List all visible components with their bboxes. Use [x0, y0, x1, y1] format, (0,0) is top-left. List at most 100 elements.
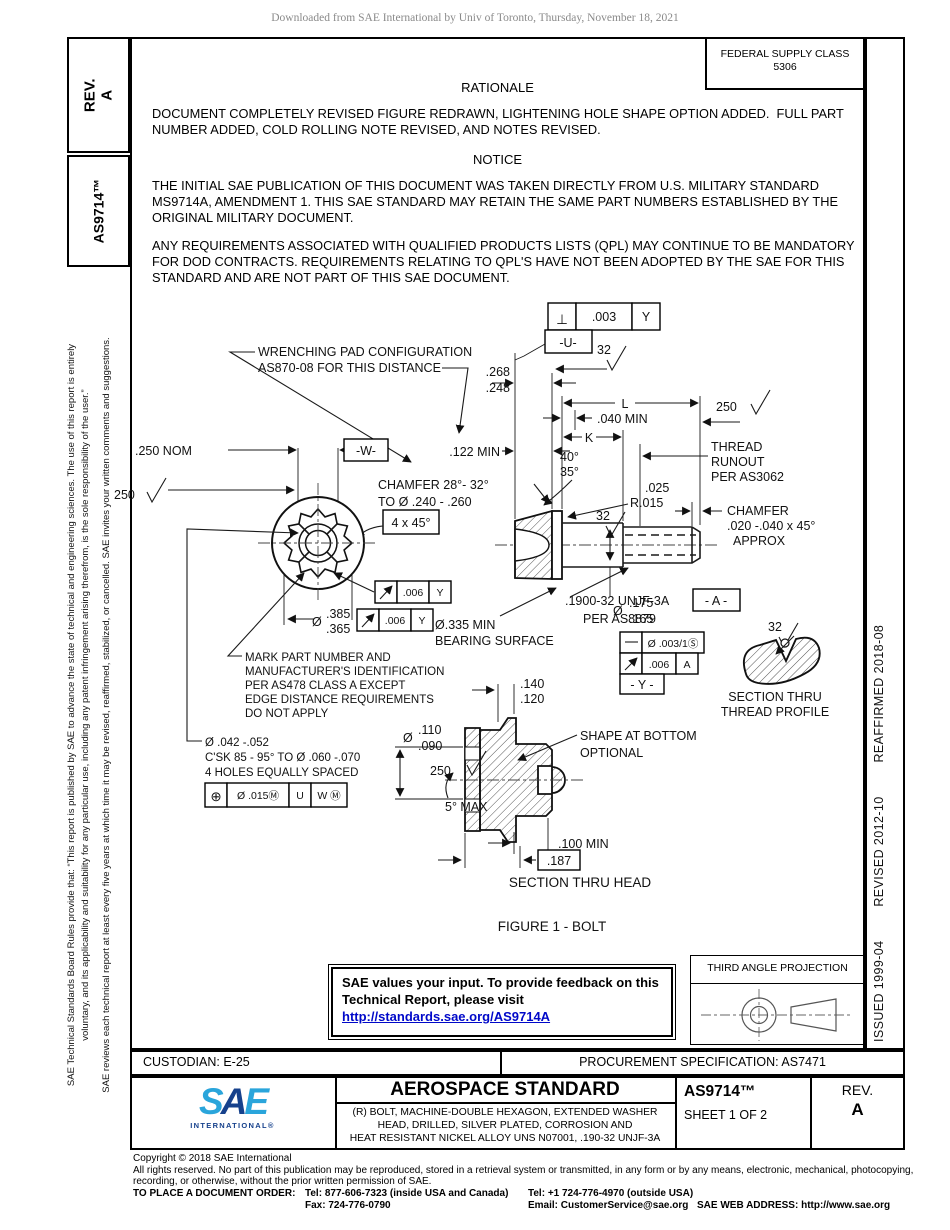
tolerance-value: .006 — [649, 659, 670, 671]
rights-line-2: recording, or otherwise, without the pri… — [133, 1176, 432, 1187]
tolerance-value: Ø .015Ⓜ — [237, 790, 280, 802]
feedback-link[interactable]: http://standards.sae.org/AS9714A — [342, 1009, 551, 1024]
note-line: MANUFACTURER'S IDENTIFICATION — [245, 666, 444, 678]
projection-divider — [691, 983, 864, 984]
wrenching-pad-note: WRENCHING PAD CONFIGURATION AS870-08 FOR… — [228, 345, 472, 463]
dim-4x45: 4 x 45° — [356, 509, 440, 540]
note-line: 4 HOLES EQUALLY SPACED — [205, 767, 358, 779]
disclaimer-line-2: voluntary, and its applicability and sui… — [80, 389, 91, 1041]
thread-spec: PER AS8879 — [583, 612, 656, 626]
rev-label-titleblock: REV. — [841, 1082, 874, 1098]
fsc-line2: 5306 — [773, 61, 797, 73]
note-line: CHAMFER — [727, 504, 789, 518]
title-line: HEAT RESISTANT NICKEL ALLOY UNS N07001, … — [349, 1133, 661, 1144]
feedback-box: SAE values your input. To provide feedba… — [328, 964, 676, 1040]
note-line: APPROX — [733, 534, 786, 548]
doc-number: AS9714™ — [684, 1083, 756, 1100]
circular-runout-icon — [624, 657, 638, 671]
rationale-body: DOCUMENT COMPLETELY REVISED FIGURE REDRA… — [152, 106, 848, 137]
custodian-row — [130, 1050, 905, 1076]
disclaimer-line-1: SAE Technical Standards Board Rules prov… — [66, 343, 77, 1087]
dim-label: .140 — [520, 677, 544, 691]
chamfer-end-note: CHAMFER .020 -.040 x 45° APPROX — [675, 504, 815, 548]
email-contact: Email: CustomerService@sae.org — [528, 1200, 689, 1211]
dim-175-165: Ø .175 .165 — [605, 529, 653, 626]
note-line: Ø.335 MIN — [435, 618, 495, 632]
note-line: C'SK 85 - 95° TO Ø .060 -.070 — [205, 752, 360, 764]
dim-label: 35° — [560, 465, 579, 479]
download-watermark: Downloaded from SAE International by Uni… — [271, 12, 679, 24]
drilled-holes-note: Ø .042 -.052 C'SK 85 - 95° TO Ø .060 -.0… — [186, 528, 360, 808]
dim-label: .120 — [520, 692, 544, 706]
tolerance-value: Ø .003/1Ⓢ — [648, 638, 699, 650]
surface-finish-check-icon — [606, 345, 627, 372]
note-line: THREAD — [711, 440, 762, 454]
doc-type-title: AEROSPACE STANDARD — [390, 1079, 620, 1100]
logo-letter: A — [220, 1081, 248, 1122]
figure-1-bolt-drawing: ⊥ .003 Y -U- 32 WRENCHING PAD CONFIGURAT… — [114, 302, 829, 934]
title-block — [130, 1076, 905, 1150]
view-caption: SECTION THRU — [728, 690, 822, 704]
dim-label: .175 — [629, 596, 653, 610]
dim-label: K — [585, 431, 594, 445]
perpendicularity-icon: ⊥ — [556, 312, 568, 327]
dim-label: .248 — [486, 381, 510, 395]
revised-date: REVISED 2012-10 — [872, 796, 886, 907]
order-label: TO PLACE A DOCUMENT ORDER: — [133, 1188, 296, 1199]
title-block-divider-3 — [810, 1076, 812, 1150]
dim-label: .100 MIN — [558, 837, 609, 851]
custodian-divider — [500, 1050, 502, 1076]
title-block-divider-2 — [675, 1076, 677, 1150]
note-line: RUNOUT — [711, 455, 765, 469]
datum-ref: Y — [436, 587, 443, 599]
surface-finish-32-top: 32 — [555, 343, 627, 374]
sae-logo: SAE INTERNATIONAL® — [175, 1083, 290, 1130]
surface-finish-check-icon — [750, 389, 771, 416]
note-line: EDGE DISTANCE REQUIREMENTS — [245, 694, 434, 706]
thread-spec: .1900-32 UNJF-3A — [565, 594, 670, 608]
section-thru-head-view: .140 .120 Ø .110 .090 250 5° MAX .100 MI… — [395, 677, 697, 890]
finish-value: 250 — [114, 488, 135, 502]
tolerance-value: .006 — [385, 615, 406, 627]
note-line: .020 -.040 x 45° — [727, 519, 815, 533]
third-angle-projection-icon — [701, 989, 853, 1041]
surface-finish-check-icon — [146, 477, 167, 504]
title-block-divider-1 — [335, 1076, 337, 1150]
bolt-side-view — [495, 509, 718, 580]
dim-label: .268 — [486, 365, 510, 379]
note-line: CHAMFER 28°- 32° — [378, 478, 489, 492]
dim-fillet-radius: .025 R.015 — [567, 481, 669, 520]
standard-title: (R) BOLT, MACHINE-DOUBLE HEXAGON, EXTEND… — [337, 1106, 673, 1145]
issued-date: ISSUED 1999-04 — [872, 940, 886, 1043]
rev-value-titleblock: A — [851, 1100, 864, 1119]
position-icon: ⊕ — [210, 789, 221, 804]
perpendicularity-fcf: ⊥ .003 Y -U- — [514, 302, 661, 361]
dim-385-365: Ø .385 .365 .006 Y — [287, 607, 434, 636]
surface-finish-250-right: 250 — [702, 389, 771, 427]
rights-line-1: All rights reserved. No part of this pub… — [133, 1164, 914, 1176]
custodian-value: CUSTODIAN: E-25 — [143, 1055, 250, 1069]
finish-value: 250 — [430, 764, 451, 778]
projection-label: THIRD ANGLE PROJECTION — [707, 962, 848, 974]
dim-268-248: .268 .248 — [486, 365, 576, 395]
copyright-line: Copyright © 2018 SAE International — [133, 1153, 292, 1164]
note-line: TO Ø .240 - .260 — [378, 495, 472, 509]
circular-runout-icon — [361, 613, 375, 628]
note-line: SHAPE AT BOTTOM — [580, 729, 697, 743]
note-line: DO NOT APPLY — [245, 708, 329, 720]
datum-ref: Y — [418, 615, 425, 627]
main-frame — [130, 37, 865, 1050]
dim-label: L — [622, 397, 629, 411]
note-line: OPTIONAL — [580, 746, 643, 760]
reaffirmed-date: REAFFIRMED 2018-08 — [872, 624, 886, 763]
bolt-head-front-view — [258, 483, 378, 603]
runout-fcf-1: .006 Y — [333, 572, 452, 604]
title-block-divider-4 — [335, 1102, 675, 1104]
dim-250-nom: .250 NOM -W- — [135, 438, 389, 462]
thread-callout: .1900-32 UNJF-3A - A - PER AS8879 — [565, 567, 741, 626]
logo-letter: E — [244, 1081, 269, 1122]
tel-outside: Tel: +1 724-776-4970 (outside USA) — [528, 1188, 694, 1199]
note-line: BEARING SURFACE — [435, 634, 554, 648]
tel-inside: Tel: 877-606-7323 (inside USA and Canada… — [305, 1188, 509, 1199]
title-line: HEAD, DRILLED, SILVER PLATED, CORROSION … — [377, 1120, 633, 1131]
